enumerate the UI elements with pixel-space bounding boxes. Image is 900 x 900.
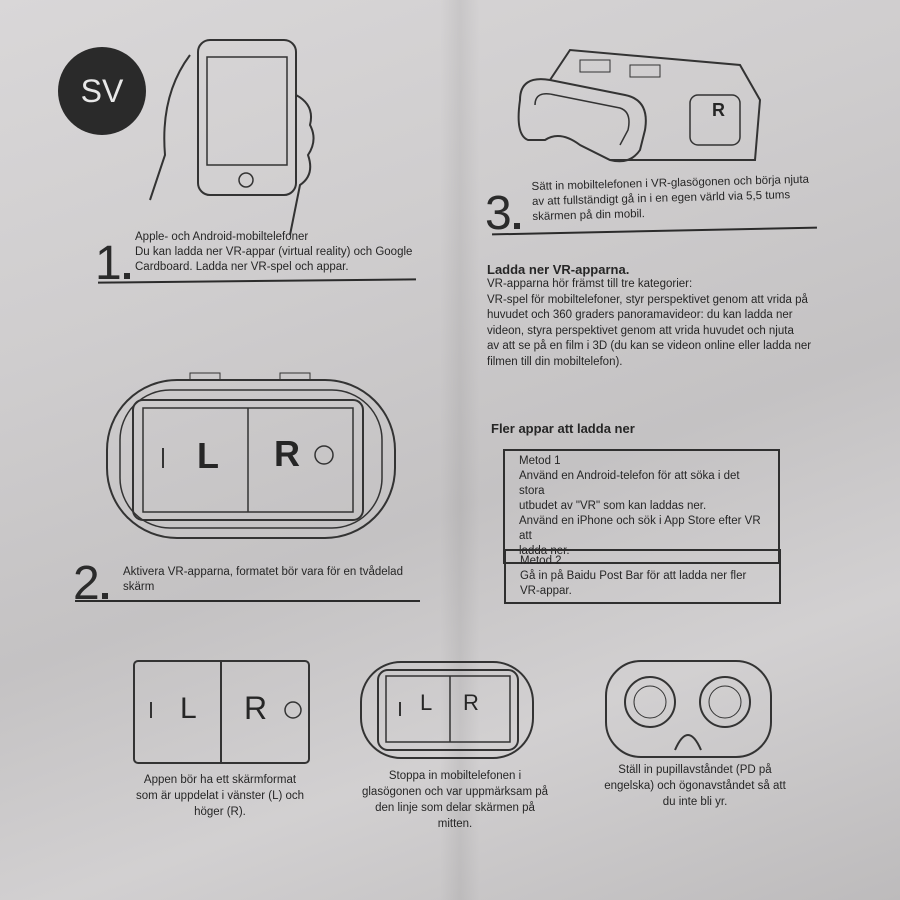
headset-split-screen-illustration xyxy=(106,372,396,539)
method-1-line: ladda ner. xyxy=(519,545,570,557)
method-2-box: Metod 2 Gå in på Baidu Post Bar för att … xyxy=(504,549,781,604)
download-section: Ladda ner VR-apparna. VR-apparna hör frä… xyxy=(487,262,847,370)
download-line: VR-apparna hör främst till tre kategorie… xyxy=(487,278,693,290)
step-2-line: skärm xyxy=(123,581,155,593)
step-1-line: Du kan ladda ner VR-appar (virtual reali… xyxy=(135,246,413,258)
method-2-line: VR-appar. xyxy=(520,585,572,597)
caption-line: Stoppa in mobiltelefonen i xyxy=(388,770,522,782)
phone-in-headset-illustration xyxy=(360,661,534,759)
page-fold xyxy=(440,0,480,900)
step-2-text: Aktivera VR-apparna, formatet bör vara f… xyxy=(123,565,403,595)
method-1-line: Använd en Android-telefon för att söka i… xyxy=(519,470,740,497)
caption-line: den linje som delar skärmen på xyxy=(375,802,535,814)
caption-line: glasögonen och var uppmärksam på xyxy=(361,786,549,798)
download-line: av att se på en film i 3D (du kan se vid… xyxy=(487,340,812,352)
left-screen-label: L xyxy=(197,435,219,476)
small-left-label: L xyxy=(180,692,197,725)
language-badge: SV xyxy=(58,47,146,135)
method-2-line: Gå in på Baidu Post Bar för att ladda ne… xyxy=(520,570,747,582)
small-right-label: R xyxy=(244,690,268,726)
phone-in-hand-illustration xyxy=(149,39,315,236)
headset-r-label: R xyxy=(712,100,725,120)
step-3-number: 3 xyxy=(485,190,520,238)
caption-line: du inte bli yr. xyxy=(662,796,728,808)
caption-line: mitten. xyxy=(437,818,473,830)
step-1-number: 1 xyxy=(95,240,130,288)
step-2-divider xyxy=(75,600,420,602)
step-1-digit: 1 xyxy=(95,237,122,290)
download-title: Ladda ner VR-apparna. xyxy=(487,262,630,277)
download-line: filmen till din mobiltelefon). xyxy=(487,355,623,368)
caption-line: engelska) och ögonavståndet så att xyxy=(604,780,786,792)
step-3-digit: 3 xyxy=(485,187,512,240)
headset-left-label: L xyxy=(420,690,433,715)
caption-split-format: Appen bör ha ett skärmformat som är uppd… xyxy=(115,772,325,820)
download-line: huvudet och 360 graders panoramavideor: … xyxy=(487,309,793,321)
step-1-text: Apple- och Android-mobiltelefoner Du kan… xyxy=(135,230,412,275)
step-3-divider xyxy=(492,226,817,236)
more-apps-title: Fler appar att ladda ner xyxy=(491,421,635,436)
caption-pupil-distance: Ställ in pupillavståndet (PD på engelska… xyxy=(590,762,800,810)
method-1-line: Använd en iPhone och sök i App Store eft… xyxy=(519,515,761,542)
badge-text: SV xyxy=(80,72,124,109)
step-2-line: Aktivera VR-apparna, formatet bör vara f… xyxy=(123,566,403,578)
step-1-line: Cardboard. Ladda ner VR-spel och appar. xyxy=(135,261,349,273)
caption-line: Ställ in pupillavståndet (PD på xyxy=(618,764,772,776)
method-1-box: Metod 1 Använd en Android-telefon för at… xyxy=(503,449,780,564)
right-screen-label: R xyxy=(274,433,300,474)
caption-line: höger (R). xyxy=(194,806,246,818)
step-3-text: Sätt in mobiltelefonen i VR-glasögonen o… xyxy=(531,173,810,225)
step-2-number: 2 xyxy=(73,560,108,608)
download-line: videon, styra perspektivet genom att vri… xyxy=(487,324,794,337)
headset-right-label: R xyxy=(463,690,479,715)
caption-line: Appen bör ha ett skärmformat xyxy=(143,774,297,786)
step-2-digit: 2 xyxy=(73,557,100,610)
caption-insert-phone: Stoppa in mobiltelefonen i glasögonen oc… xyxy=(345,768,565,832)
method-2-title: Metod 2 xyxy=(520,555,562,567)
split-screen-phone-illustration xyxy=(133,660,310,764)
caption-line: som är uppdelat i vänster (L) och xyxy=(135,790,305,802)
lens-adjustment-illustration xyxy=(605,660,772,758)
method-1-title: Metod 1 xyxy=(519,455,561,467)
step-1-line: Apple- och Android-mobiltelefoner xyxy=(135,231,309,243)
method-1-line: utbudet av "VR" som kan laddas ner. xyxy=(519,500,707,512)
vr-headset-illustration xyxy=(517,48,762,163)
step-1-divider xyxy=(97,278,417,284)
download-line: VR-spel för mobiltelefoner, styr perspek… xyxy=(487,293,808,306)
